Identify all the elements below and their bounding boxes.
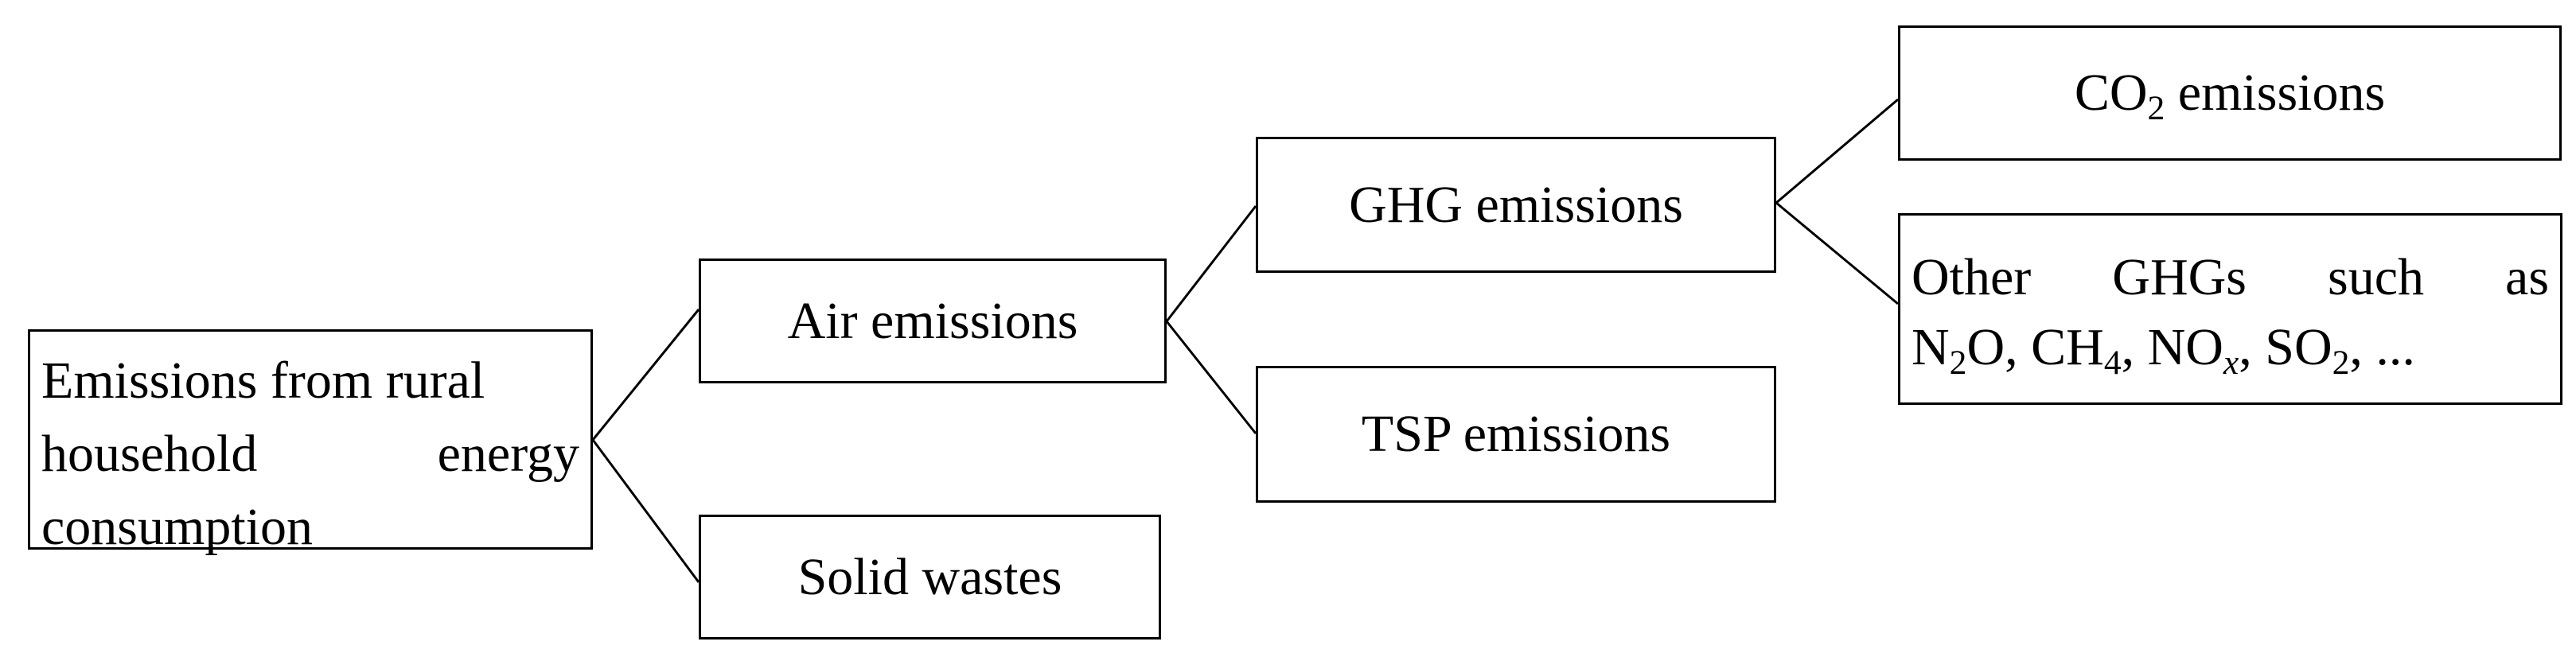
root-line-3: consumption bbox=[41, 498, 313, 556]
so2-subscript: 2 bbox=[2332, 344, 2350, 383]
so2-tail: , ... bbox=[2349, 318, 2415, 376]
ch4-subscript: 4 bbox=[2103, 344, 2122, 383]
connector-air-to-ghg bbox=[1165, 205, 1257, 322]
co2-emissions-label: CO2 emissions bbox=[2074, 64, 2386, 126]
nox-main: NO bbox=[2147, 318, 2223, 376]
root-line-1: Emissions from rural bbox=[41, 352, 485, 410]
nox-subscript: x bbox=[2223, 344, 2239, 383]
co2-prefix: CO bbox=[2074, 64, 2148, 122]
tsp-emissions-label: TSP emissions bbox=[1361, 405, 1671, 463]
node-tsp-emissions: TSP emissions bbox=[1256, 366, 1776, 503]
so2-main: SO bbox=[2265, 318, 2332, 376]
root-line-2: household energy bbox=[41, 425, 579, 483]
other-ghgs-line-1: Other GHGs such as bbox=[1912, 248, 2549, 306]
connector-ghg-to-other bbox=[1775, 201, 1899, 305]
node-root: Emissions from rural household energy co… bbox=[28, 329, 593, 556]
solid-wastes-label: Solid wastes bbox=[797, 547, 1062, 606]
co2-subscript: 2 bbox=[2147, 89, 2165, 128]
node-solid-wastes: Solid wastes bbox=[699, 515, 1161, 640]
connector-ghg-to-co2 bbox=[1775, 98, 1899, 204]
co2-suffix: emissions bbox=[2165, 64, 2386, 122]
connector-air-to-tsp bbox=[1165, 321, 1257, 434]
n2o-subscript: 2 bbox=[1949, 344, 1967, 383]
node-ghg-emissions: GHG emissions bbox=[1256, 137, 1776, 273]
air-emissions-label: Air emissions bbox=[787, 291, 1078, 350]
node-other-ghgs: Other GHGs such as N2O, CH4, NOx, SO2, .… bbox=[1898, 213, 2562, 405]
ghg-emissions-label: GHG emissions bbox=[1349, 175, 1683, 234]
n2o-tail: O, bbox=[1966, 318, 2032, 376]
node-co2-emissions: CO2 emissions bbox=[1898, 25, 2562, 161]
connector-root-to-air bbox=[591, 309, 700, 441]
ch4-tail: , bbox=[2121, 318, 2148, 376]
ch4-main: CH bbox=[2031, 318, 2104, 376]
n2o-main: N bbox=[1912, 318, 1950, 376]
node-air-emissions: Air emissions bbox=[699, 259, 1167, 383]
connector-root-to-solid bbox=[591, 439, 700, 583]
nox-tail: , bbox=[2239, 318, 2266, 376]
other-ghgs-line-2: N2O, CH4, NOx, SO2, ... bbox=[1912, 313, 2549, 383]
